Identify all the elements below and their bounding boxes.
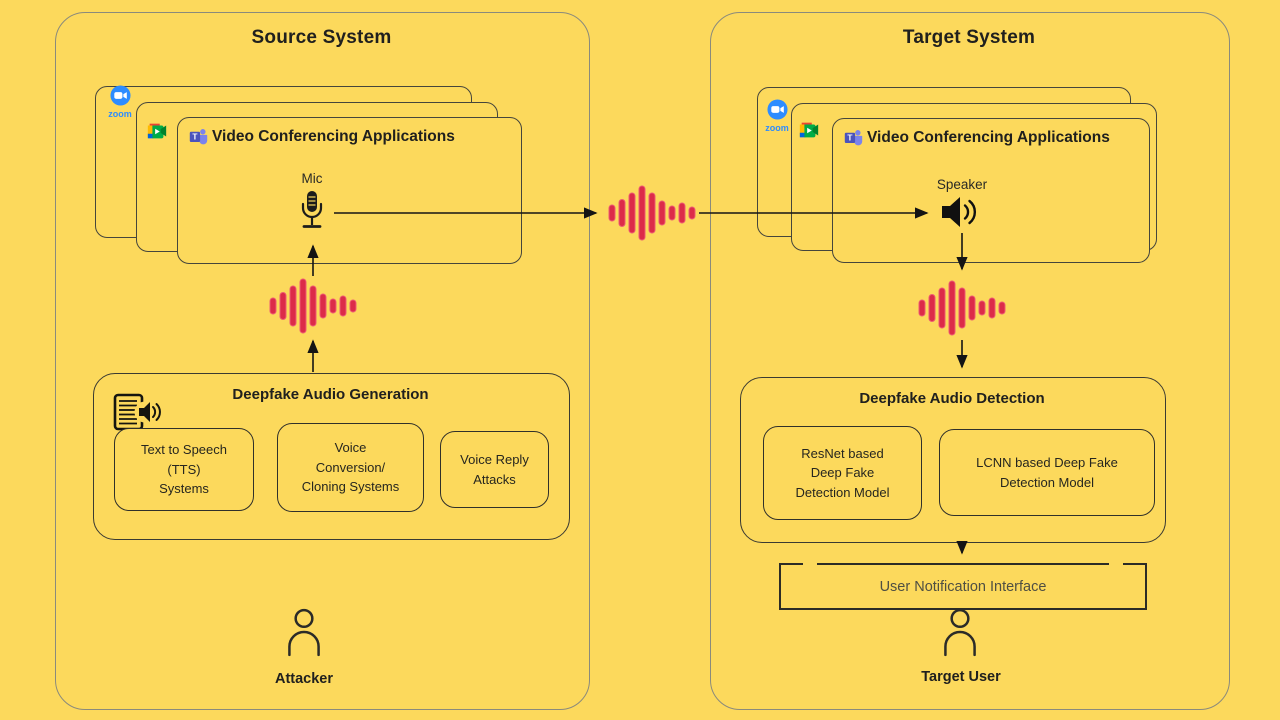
audio-waveform-icon-source (268, 278, 358, 334)
audio-waveform-icon-center (607, 185, 697, 241)
target-vca-title-row: T Video Conferencing Applications (833, 119, 1149, 147)
notification-box: User Notification Interface (779, 562, 1147, 610)
ms-teams-logo-icon-target: T (844, 130, 863, 146)
source-vca-title-row: T Video Conferencing Applications (178, 118, 521, 146)
detection-item-resnet: ResNet based Deep Fake Detection Model (763, 426, 922, 520)
text-to-speech-icon (113, 393, 161, 431)
google-meet-logo-icon (147, 123, 167, 139)
speaker-icon (942, 197, 976, 227)
generation-item-voice-conversion: Voice Conversion/ Cloning Systems (277, 423, 424, 512)
microphone-icon (301, 191, 323, 228)
notification-box-top-gap-right (1109, 562, 1123, 567)
generation-item-voice-reply: Voice Reply Attacks (440, 431, 549, 508)
generation-item-tts: Text to Speech (TTS) Systems (114, 428, 254, 511)
audio-waveform-icon-target (917, 280, 1007, 336)
target-system-box (710, 12, 1230, 710)
target-vca-title: Video Conferencing Applications (867, 128, 1110, 146)
zoom-camera-glyph-target (766, 99, 788, 120)
target-user-label: Target User (921, 669, 1001, 685)
source-app-card-front: T Video Conferencing Applications (177, 117, 522, 264)
generation-box (93, 373, 570, 540)
ms-teams-letter: T (192, 132, 197, 142)
source-system-box (55, 12, 590, 710)
attacker-label: Attacker (274, 671, 334, 687)
mic-label: Mic (301, 171, 323, 186)
target-app-card-front: T Video Conferencing Applications (832, 118, 1150, 263)
ms-teams-logo-icon: T (189, 129, 208, 145)
detection-item-lcnn: LCNN based Deep Fake Detection Model (939, 429, 1155, 516)
notification-box-top-gap-left (803, 562, 817, 567)
notification-label: User Notification Interface (879, 578, 1047, 595)
source-vca-title: Video Conferencing Applications (212, 127, 455, 145)
speaker-label: Speaker (936, 177, 988, 192)
ms-teams-letter-target: T (847, 133, 852, 143)
google-meet-logo-icon-target (799, 122, 819, 138)
detection-box (740, 377, 1166, 543)
zoom-logo-label-target: zoom (765, 123, 789, 133)
detection-title: Deepfake Audio Detection (859, 390, 1045, 407)
zoom-logo-icon-target: zoom (764, 99, 790, 133)
zoom-camera-glyph (109, 85, 131, 106)
source-system-title: Source System (251, 27, 392, 48)
target-system-title: Target System (902, 27, 1036, 48)
generation-title: Deepfake Audio Generation (232, 386, 429, 403)
zoom-logo-label: zoom (108, 109, 132, 119)
zoom-logo-icon: zoom (107, 85, 133, 119)
